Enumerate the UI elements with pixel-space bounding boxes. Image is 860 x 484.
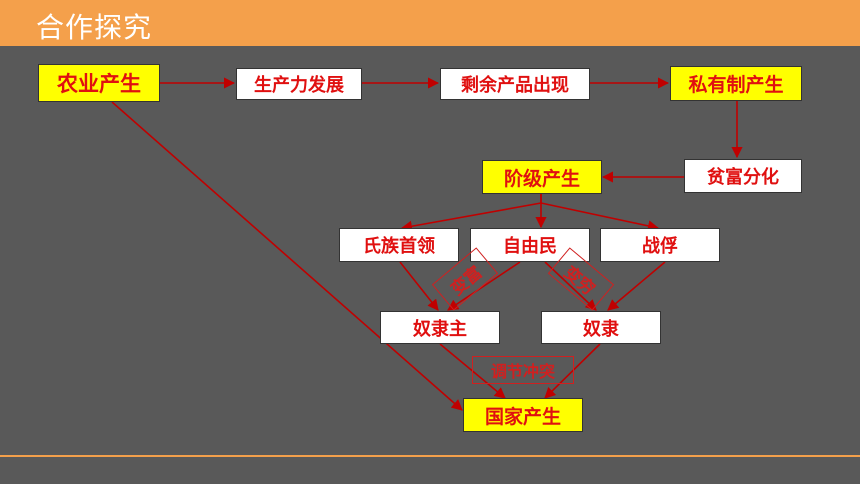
node-slave-owner: 奴隶主 bbox=[380, 311, 500, 344]
arrow-classes-captive bbox=[540, 202, 660, 232]
node-polarization: 贫富分化 bbox=[684, 159, 802, 193]
arrow-captive-slave bbox=[607, 261, 666, 311]
arrow-agri-state bbox=[111, 101, 463, 411]
node-slave: 奴隶 bbox=[541, 311, 661, 344]
arrow-free-owner bbox=[447, 261, 521, 311]
node-surplus: 剩余产品出现 bbox=[440, 68, 590, 100]
arrow-free-slave bbox=[544, 261, 597, 311]
tag-regulate-conflict: 调节冲突 bbox=[472, 356, 574, 384]
node-clan-leader: 氏族首领 bbox=[339, 228, 459, 262]
node-productivity: 生产力发展 bbox=[236, 68, 362, 100]
page-title: 合作探究 bbox=[36, 11, 153, 44]
node-classes: 阶级产生 bbox=[482, 160, 602, 194]
node-agriculture: 农业产生 bbox=[38, 64, 160, 102]
arrow-slave-state bbox=[544, 343, 601, 399]
node-captives: 战俘 bbox=[600, 228, 720, 262]
node-free-people: 自由民 bbox=[470, 228, 590, 262]
header-bar: 合作探究 bbox=[0, 0, 860, 46]
node-private-ownership: 私有制产生 bbox=[670, 66, 802, 101]
node-state: 国家产生 bbox=[463, 398, 583, 432]
bottom-rule bbox=[0, 455, 860, 457]
arrow-classes-clan-2 bbox=[400, 202, 542, 232]
arrow-clan-owner bbox=[399, 261, 439, 311]
